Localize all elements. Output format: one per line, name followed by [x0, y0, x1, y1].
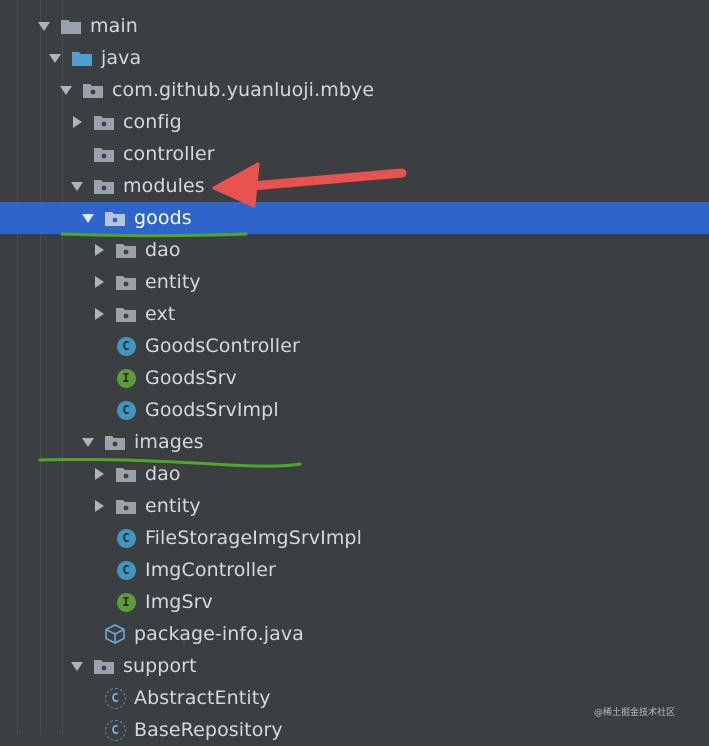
package-icon: [115, 241, 137, 259]
watermark: @稀土掘金技术社区: [593, 708, 675, 718]
interface-badge: I: [116, 592, 136, 612]
class-icon: C: [115, 400, 137, 420]
tree-item-label: config: [123, 110, 182, 133]
interface-badge: I: [116, 368, 136, 388]
expand-arrow-icon[interactable]: [69, 658, 85, 674]
tree-item-label: ImgSrv: [145, 590, 213, 613]
tree-item-label: GoodsSrvImpl: [145, 398, 279, 421]
tree-item-label: main: [90, 14, 138, 37]
expand-arrow-icon[interactable]: [69, 178, 85, 194]
indent-guide: [62, 0, 63, 734]
tree-item-label: support: [123, 654, 197, 677]
tree-item-java[interactable]: java: [0, 42, 709, 74]
tree-item-label: FileStorageImgSrvImpl: [145, 526, 362, 549]
source-folder-icon: [71, 49, 93, 67]
class-badge: C: [116, 560, 136, 580]
indent-guide: [17, 0, 18, 734]
tree-item-label: images: [134, 430, 204, 453]
tree-item-label: ext: [145, 302, 176, 325]
tree-item-goods-dao[interactable]: dao: [0, 234, 709, 266]
tree-item-label: dao: [145, 238, 181, 261]
tree-item-label: modules: [123, 174, 205, 197]
package-icon: [115, 305, 137, 323]
interface-icon: I: [115, 368, 137, 388]
interface-icon: I: [115, 592, 137, 612]
tree-item-package-info[interactable]: package-info.java: [0, 618, 709, 650]
tree-item-images-dao[interactable]: dao: [0, 458, 709, 490]
tree-item-goods-srv[interactable]: I GoodsSrv: [0, 362, 709, 394]
class-badge: C: [116, 400, 136, 420]
expand-arrow-icon[interactable]: [36, 18, 52, 34]
class-icon: C: [115, 560, 137, 580]
tree-item-img-controller[interactable]: C ImgController: [0, 554, 709, 586]
abstract-class-badge: C: [104, 719, 126, 741]
tree-item-label: BaseRepository: [134, 718, 283, 741]
tree-item-file-storage-img-srv-impl[interactable]: C FileStorageImgSrvImpl: [0, 522, 709, 554]
abstract-class-icon: C: [104, 687, 126, 709]
package-icon: [115, 497, 137, 515]
expand-arrow-icon[interactable]: [80, 434, 96, 450]
tree-item-root-package[interactable]: com.github.yuanluoji.mbye: [0, 74, 709, 106]
expand-arrow-icon[interactable]: [47, 50, 63, 66]
package-icon: [115, 465, 137, 483]
tree-item-goods[interactable]: goods: [0, 202, 709, 234]
tree-item-images-entity[interactable]: entity: [0, 490, 709, 522]
tree-item-label: entity: [145, 494, 201, 517]
abstract-class-badge: C: [104, 687, 126, 709]
class-badge: C: [116, 528, 136, 548]
package-icon: [104, 209, 126, 227]
tree-item-goods-controller[interactable]: C GoodsController: [0, 330, 709, 362]
tree-item-label: AbstractEntity: [134, 686, 271, 709]
tree-item-label: entity: [145, 270, 201, 293]
package-icon: [115, 273, 137, 291]
class-icon: C: [115, 336, 137, 356]
tree-item-label: com.github.yuanluoji.mbye: [112, 78, 375, 101]
tree-item-label: goods: [134, 206, 192, 229]
folder-icon: [60, 17, 82, 35]
collapsed-arrow-icon[interactable]: [91, 306, 107, 322]
tree-item-label: ImgController: [145, 558, 276, 581]
collapsed-arrow-icon[interactable]: [91, 242, 107, 258]
tree-item-label: controller: [123, 142, 215, 165]
tree-item-goods-ext[interactable]: ext: [0, 298, 709, 330]
abstract-class-icon: C: [104, 719, 126, 741]
tree-item-label: package-info.java: [134, 622, 304, 645]
package-icon: [104, 433, 126, 451]
package-icon: [93, 177, 115, 195]
expand-arrow-icon[interactable]: [58, 82, 74, 98]
package-icon: [82, 81, 104, 99]
tree-item-goods-entity[interactable]: entity: [0, 266, 709, 298]
package-icon: [93, 113, 115, 131]
tree-item-goods-srv-impl[interactable]: C GoodsSrvImpl: [0, 394, 709, 426]
tree-item-controller[interactable]: controller: [0, 138, 709, 170]
tree-item-img-srv[interactable]: I ImgSrv: [0, 586, 709, 618]
tree-item-label: java: [101, 46, 142, 69]
tree-item-base-repository[interactable]: C BaseRepository: [0, 714, 709, 746]
tree-item-config[interactable]: config: [0, 106, 709, 138]
class-icon: C: [115, 528, 137, 548]
package-icon: [93, 657, 115, 675]
collapsed-arrow-icon[interactable]: [91, 466, 107, 482]
tree-item-images[interactable]: images: [0, 426, 709, 458]
indent-guide: [40, 0, 41, 734]
tree-item-label: dao: [145, 462, 181, 485]
tree-item-modules[interactable]: modules: [0, 170, 709, 202]
expand-arrow-icon[interactable]: [80, 210, 96, 226]
package-info-icon: [104, 624, 126, 644]
collapsed-arrow-icon[interactable]: [91, 274, 107, 290]
tree-item-main[interactable]: main: [0, 10, 709, 42]
tree-item-abstract-entity[interactable]: C AbstractEntity: [0, 682, 709, 714]
collapsed-arrow-icon[interactable]: [91, 498, 107, 514]
collapsed-arrow-icon[interactable]: [69, 114, 85, 130]
package-icon: [93, 145, 115, 163]
class-badge: C: [116, 336, 136, 356]
tree-item-support[interactable]: support: [0, 650, 709, 682]
tree-item-label: GoodsController: [145, 334, 300, 357]
tree-item-label: GoodsSrv: [145, 366, 237, 389]
